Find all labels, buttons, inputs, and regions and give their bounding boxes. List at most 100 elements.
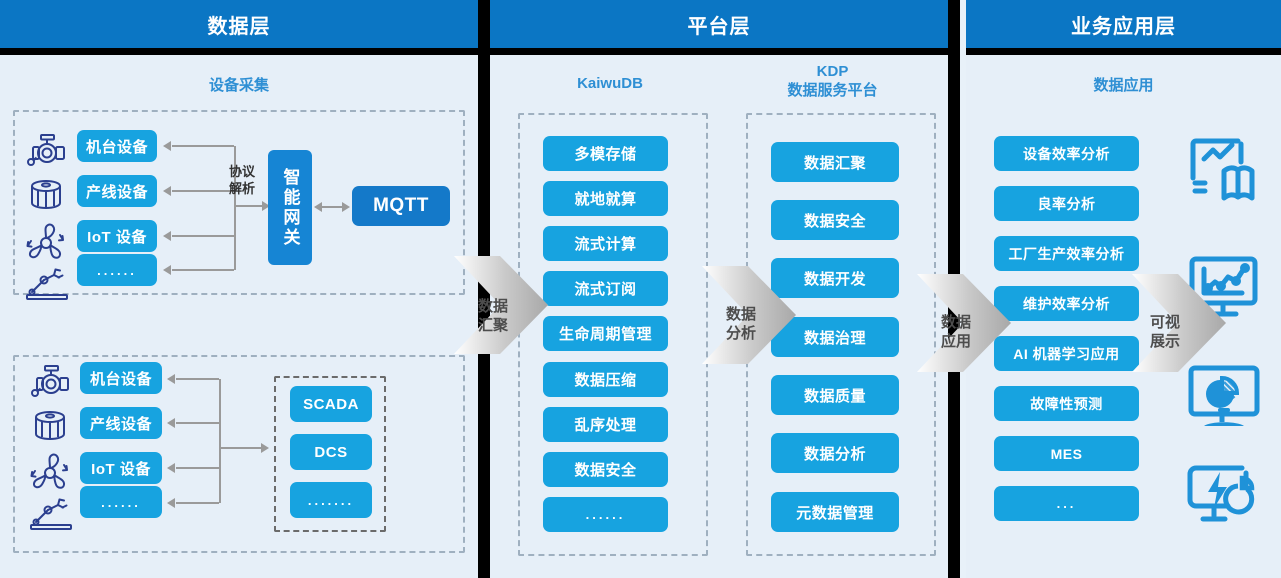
gateway-inbound-arrow xyxy=(262,201,270,211)
platform-layer-title: 平台层 xyxy=(687,15,751,38)
arrow-data-aggregation xyxy=(452,240,552,375)
arrow-data-analysis xyxy=(700,250,800,385)
arrow-data-aggregation-label: 数据 汇聚 xyxy=(477,298,508,334)
kdp-chip-4[interactable]: 数据质量 xyxy=(771,375,899,415)
device-chip-top-1[interactable]: 产线设备 xyxy=(77,175,157,207)
device-feed-line-3 xyxy=(172,269,234,271)
device-feed-line-b0 xyxy=(176,378,219,380)
app-chip-0[interactable]: 设备效率分析 xyxy=(994,136,1139,171)
arrow-visualization xyxy=(1130,258,1230,393)
device-feed-line-2 xyxy=(172,235,234,237)
app-layer-title: 业务应用层 xyxy=(1071,15,1176,38)
fan-icon xyxy=(22,222,70,267)
kaiwudb-chip-1[interactable]: 就地就算 xyxy=(543,181,668,216)
app-chip-4[interactable]: AI 机器学习应用 xyxy=(994,336,1139,371)
monitor-piechart-icon xyxy=(1184,362,1264,441)
platform-layer-column: 平台层 KaiwuDB KDP 数据服务平台 多模存储 就地就算 流式计算 流式… xyxy=(490,0,948,578)
valve-icon-2 xyxy=(26,363,74,406)
kaiwudb-chip-0[interactable]: 多模存储 xyxy=(543,136,668,171)
mqtt-chip[interactable]: MQTT xyxy=(352,186,450,226)
device-arrow-b3 xyxy=(167,498,175,508)
app-layer-header: 业务应用层 xyxy=(966,0,1281,48)
device-chip-bottom-2[interactable]: IoT 设备 xyxy=(80,452,162,484)
gateway-mqtt-arrow-left xyxy=(314,202,322,212)
device-collection-group-top xyxy=(13,110,465,295)
kdp-chip-1[interactable]: 数据安全 xyxy=(771,200,899,240)
gateway-mqtt-line xyxy=(316,206,348,208)
device-collection-group-bottom xyxy=(13,355,465,553)
valve-icon xyxy=(22,132,70,175)
kdp-chip-0[interactable]: 数据汇聚 xyxy=(771,142,899,182)
device-chip-bottom-1[interactable]: 产线设备 xyxy=(80,407,162,439)
device-feed-line-b1 xyxy=(176,422,219,424)
device-chip-bottom-3[interactable]: ...... xyxy=(80,486,162,518)
arrow-visualization-label: 可视 展示 xyxy=(1149,314,1180,350)
report-chart-book-icon xyxy=(1186,133,1264,214)
kaiwudb-chip-3[interactable]: 流式订阅 xyxy=(543,271,668,306)
kdp-subtitle: KDP 数据服务平台 xyxy=(787,63,878,99)
kdp-chip-3[interactable]: 数据治理 xyxy=(771,317,899,357)
kaiwudb-chip-7[interactable]: 数据安全 xyxy=(543,452,668,487)
kaiwudb-chip-4[interactable]: 生命周期管理 xyxy=(543,316,668,351)
scada-inbound-line xyxy=(219,447,263,449)
device-arrow-3 xyxy=(163,265,171,275)
data-layer-subtitle: 设备采集 xyxy=(208,77,269,94)
robot-arm-icon xyxy=(22,262,72,307)
protocol-parse-label: 协议 解析 xyxy=(228,164,255,196)
data-layer-title: 数据层 xyxy=(207,15,271,38)
gateway-inbound-line xyxy=(234,205,264,207)
app-layer-subtitle: 数据应用 xyxy=(1093,77,1154,94)
kaiwudb-chip-8[interactable]: ...... xyxy=(543,497,668,532)
system-chip-scada[interactable]: SCADA xyxy=(290,386,372,422)
arrow-data-analysis-label: 数据 分析 xyxy=(725,306,756,342)
device-bus-line-bottom xyxy=(219,379,221,503)
app-chip-5[interactable]: 故障性预测 xyxy=(994,386,1139,421)
app-chip-3[interactable]: 维护效率分析 xyxy=(994,286,1139,321)
device-chip-top-3[interactable]: ...... xyxy=(77,254,157,286)
kaiwudb-chip-2[interactable]: 流式计算 xyxy=(543,226,668,261)
fan-icon-2 xyxy=(26,452,74,497)
platform-layer-header-rule xyxy=(490,48,948,55)
device-bus-line-top xyxy=(234,146,236,270)
app-chip-2[interactable]: 工厂生产效率分析 xyxy=(994,236,1139,271)
drum-icon xyxy=(24,177,68,218)
system-chip-dcs[interactable]: DCS xyxy=(290,434,372,470)
app-chip-7[interactable]: ... xyxy=(994,486,1139,521)
gateway-mqtt-arrow-right xyxy=(342,202,350,212)
data-layer-header: 数据层 xyxy=(0,0,478,48)
kdp-chip-5[interactable]: 数据分析 xyxy=(771,433,899,473)
kdp-chip-2[interactable]: 数据开发 xyxy=(771,258,899,298)
smart-gateway-chip[interactable]: 智能网关 xyxy=(268,150,312,265)
monitor-energy-icon xyxy=(1184,456,1266,535)
device-chip-bottom-0[interactable]: 机台设备 xyxy=(80,362,162,394)
device-arrow-b2 xyxy=(167,463,175,473)
kaiwudb-chip-6[interactable]: 乱序处理 xyxy=(543,407,668,442)
drum-icon-2 xyxy=(28,408,72,449)
system-chip-more[interactable]: ....... xyxy=(290,482,372,518)
device-chip-top-2[interactable]: IoT 设备 xyxy=(77,220,157,252)
app-layer-header-rule xyxy=(966,48,1281,55)
arrow-data-application-label: 数据 应用 xyxy=(940,314,971,350)
kaiwudb-chip-5[interactable]: 数据压缩 xyxy=(543,362,668,397)
app-chip-6[interactable]: MES xyxy=(994,436,1139,471)
kaiwudb-subtitle: KaiwuDB xyxy=(577,75,643,92)
robot-arm-icon-2 xyxy=(26,492,76,537)
device-arrow-0 xyxy=(163,141,171,151)
layer-divider-1 xyxy=(478,0,490,578)
platform-layer-header: 平台层 xyxy=(490,0,948,48)
device-arrow-1 xyxy=(163,186,171,196)
kdp-chip-6[interactable]: 元数据管理 xyxy=(771,492,899,532)
device-arrow-b1 xyxy=(167,418,175,428)
device-arrow-b0 xyxy=(167,374,175,384)
scada-inbound-arrow xyxy=(261,443,269,453)
device-feed-line-b3 xyxy=(176,502,219,504)
device-feed-line-b2 xyxy=(176,467,219,469)
data-layer-header-rule xyxy=(0,48,478,55)
arrow-data-application xyxy=(915,258,1015,393)
device-arrow-2 xyxy=(163,231,171,241)
app-chip-1[interactable]: 良率分析 xyxy=(994,186,1139,221)
device-chip-top-0[interactable]: 机台设备 xyxy=(77,130,157,162)
device-feed-line-0 xyxy=(172,145,234,147)
control-systems-group xyxy=(274,376,386,532)
